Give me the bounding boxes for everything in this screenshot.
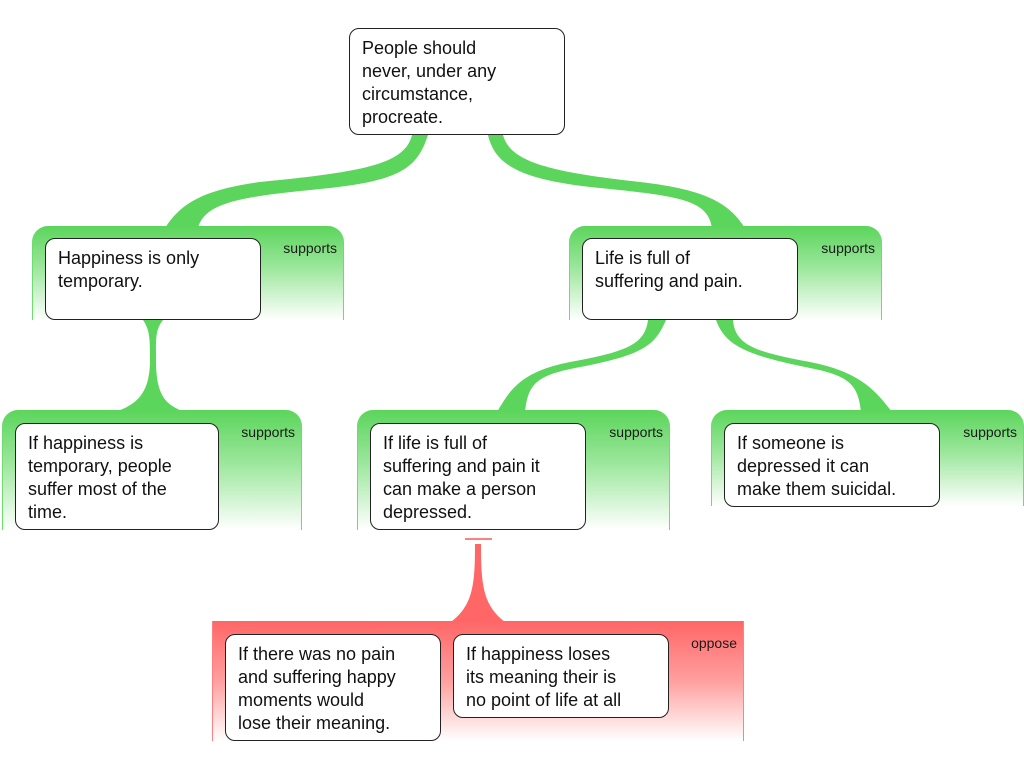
claim-box[interactable]: If happiness is temporary, people suffer… <box>15 423 219 530</box>
relation-label: supports <box>283 240 337 256</box>
claim-box[interactable]: If life is full of suffering and pain it… <box>370 423 586 530</box>
support-link <box>716 320 892 412</box>
claim-box[interactable]: If someone is depressed it can make them… <box>724 423 940 507</box>
relation-label: supports <box>241 424 295 440</box>
support-link <box>165 135 428 228</box>
oppose-marker <box>465 538 492 540</box>
oppose-link <box>451 544 505 622</box>
relation-label: supports <box>963 424 1017 440</box>
claim-box[interactable]: If there was no pain and suffering happy… <box>225 634 441 741</box>
support-link <box>488 135 745 228</box>
support-link <box>115 320 185 412</box>
relation-label: supports <box>821 240 875 256</box>
support-link <box>497 320 666 412</box>
relation-label: supports <box>609 424 663 440</box>
relation-label: oppose <box>691 635 737 651</box>
claim-box[interactable]: Life is full of suffering and pain. <box>582 238 798 320</box>
claim-box[interactable]: Happiness is only temporary. <box>45 238 261 320</box>
root-claim[interactable]: People should never, under any circumsta… <box>349 28 565 135</box>
claim-box[interactable]: If happiness loses its meaning their is … <box>453 634 669 718</box>
